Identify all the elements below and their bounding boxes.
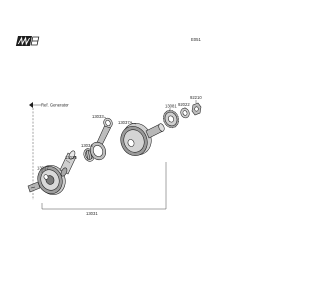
part-number-label: 13033 (92, 114, 104, 119)
crankshaft-exploded-diagram: E051 Ref. Generator (15, 36, 202, 216)
part-number-label: 13034 (81, 143, 93, 148)
reference-arrow-icon (29, 102, 33, 108)
part-number-label: 13037 (37, 166, 49, 171)
diagram-code: E051 (191, 37, 201, 42)
kawasaki-logo-icon (15, 36, 40, 46)
part-number-label: 13031 (86, 211, 98, 216)
reference-note: Ref. Generator (29, 102, 69, 108)
crank-pin (59, 150, 77, 177)
timing-gear (162, 109, 180, 129)
leader-13037a (130, 122, 137, 125)
leader-13033 (103, 116, 107, 119)
part-number-label: 92022 (178, 102, 190, 107)
part-number-label: 13036 (65, 155, 77, 160)
leader-13036 (65, 159, 71, 164)
part-number-label: 13081 (165, 104, 177, 109)
assembly-bracket (41, 162, 167, 210)
connecting-rod (89, 117, 113, 161)
reference-note-label: Ref. Generator (41, 103, 69, 108)
washer (180, 107, 190, 119)
nut (191, 102, 202, 116)
part-number-label: 92210 (190, 95, 202, 100)
left-crank-half (27, 164, 66, 196)
right-crank-half (120, 122, 165, 157)
part-number-label: 13037A (118, 120, 133, 125)
